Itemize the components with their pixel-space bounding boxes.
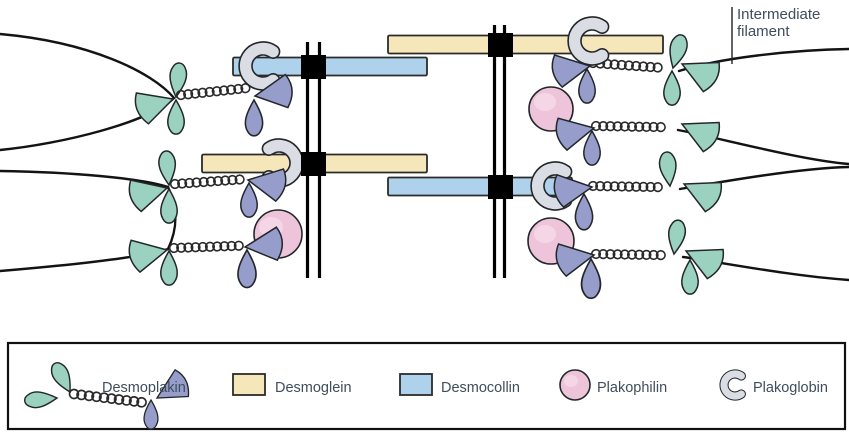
legend-label-plakophilin: Plakophilin [597,380,667,396]
desmocollin-bar-left [232,56,428,77]
plakophilin-circles [253,86,575,265]
intermediate-filament-label-line1: Intermediate [737,6,820,23]
legend-label-desmoplakin: Desmoplakin [102,380,186,396]
plasma-membrane-right [492,25,507,278]
intermediate-filament-label: Intermediate filament [731,6,820,64]
desmoglein-legend-swatch [232,373,266,396]
intermediate-filament-label-line2: filament [737,23,790,40]
legend-label-desmoglein: Desmoglein [275,380,352,396]
desmocollin-legend-swatch [399,373,433,396]
legend-label-desmocollin: Desmocollin [441,380,520,396]
membrane-crossing-squares [301,33,513,199]
desmosome-diagram: Intermediate filament [0,6,849,300]
legend: Desmoplakin Desmoglein Desmocollin Plako… [6,341,847,431]
cadherin-bars [201,34,664,197]
desmoglein-bar-right [387,34,664,55]
intermediate-filaments-left-cell [0,32,177,273]
legend-label-plakoglobin: Plakoglobin [753,380,828,396]
